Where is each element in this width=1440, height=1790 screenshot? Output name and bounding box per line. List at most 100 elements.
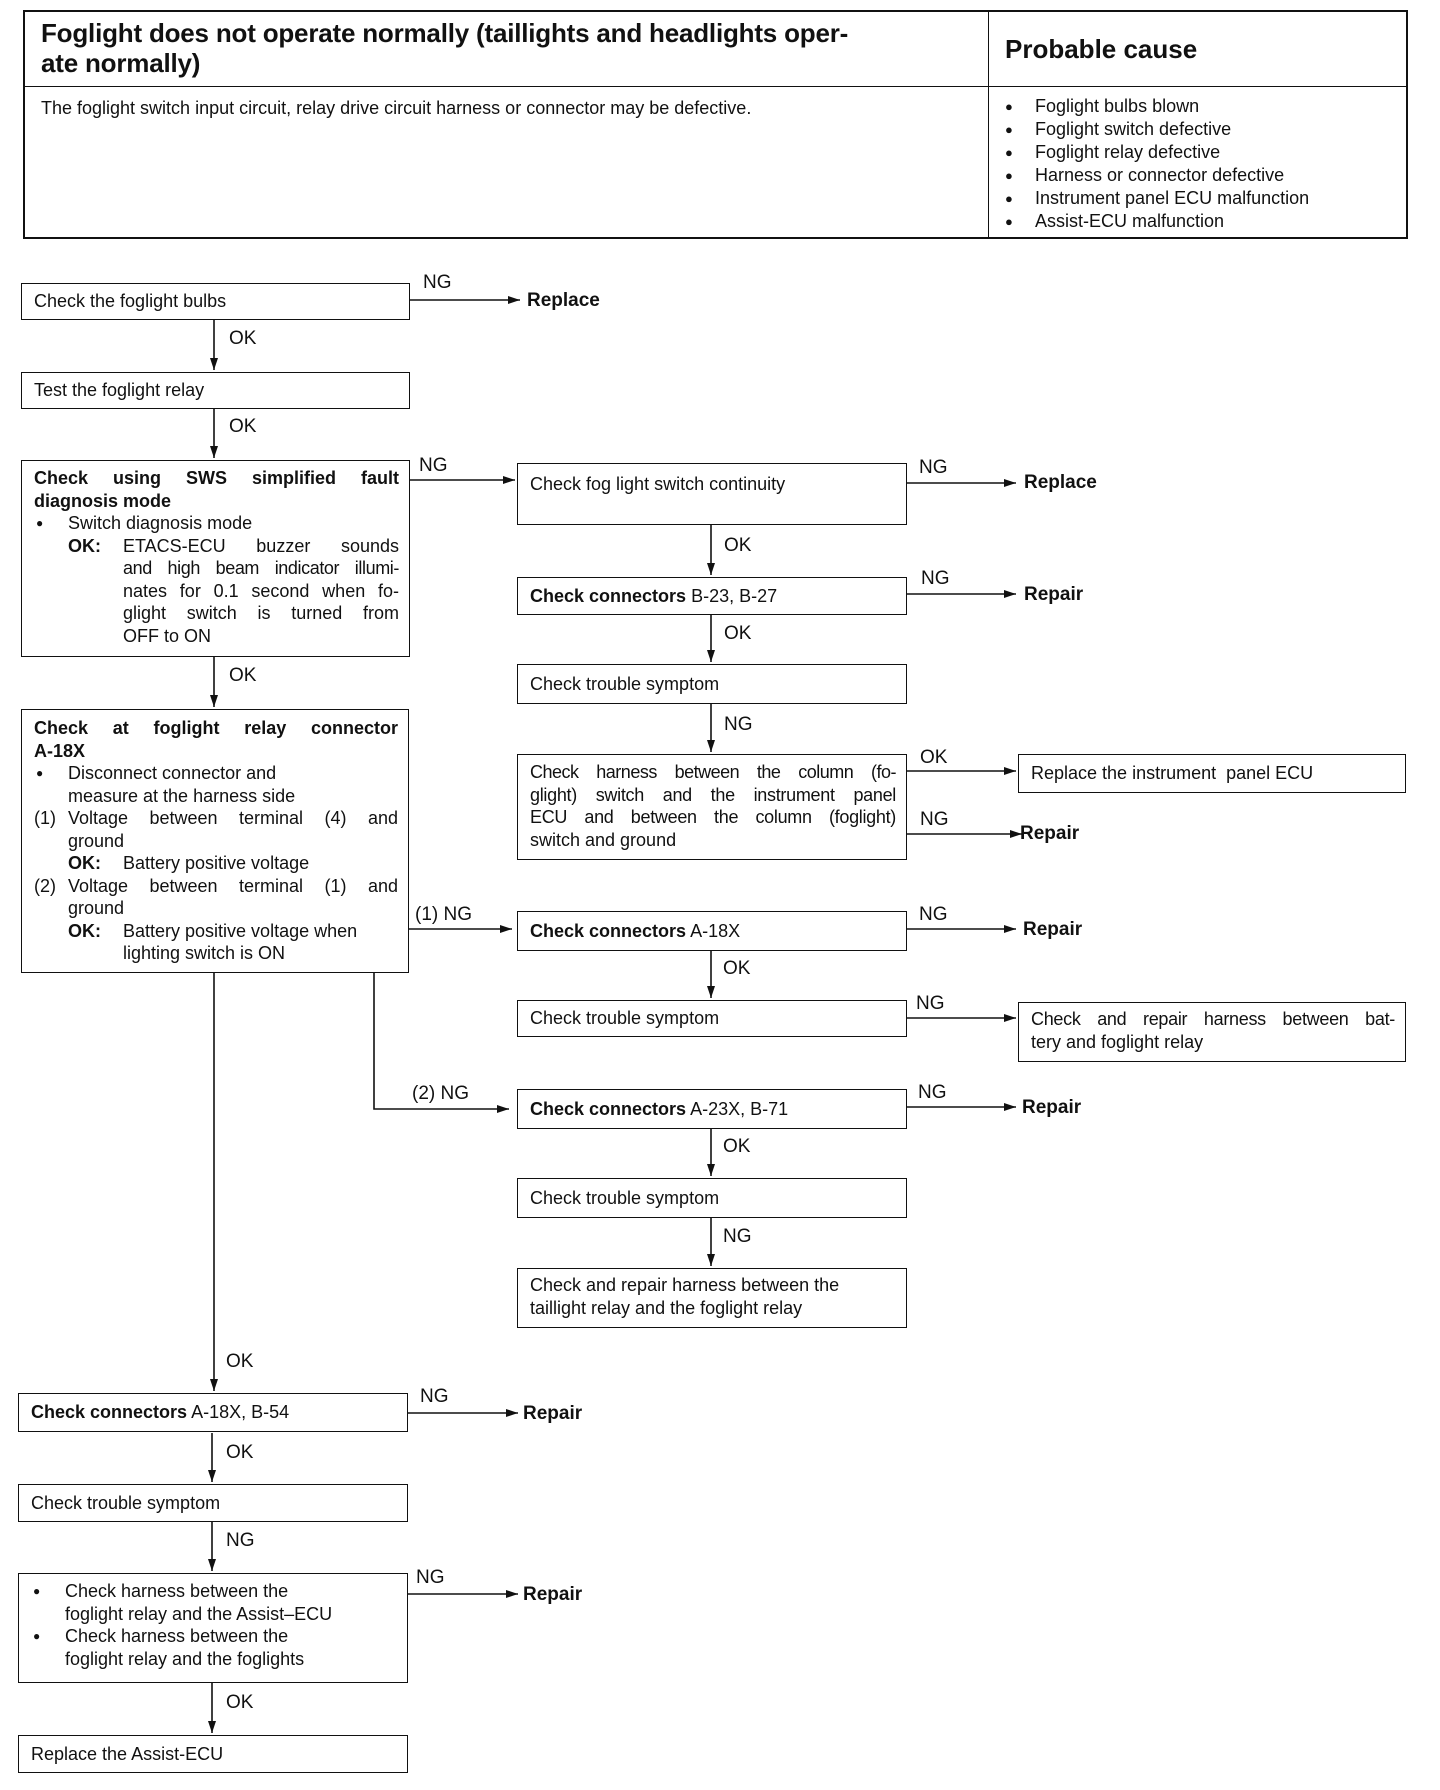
connector-ids: A-23X, B-71 xyxy=(690,1098,789,1119)
harness-col-line: switch and ground xyxy=(530,829,677,850)
check-connectors-a18x-b54-text: Check connectors A-18X, B-54 xyxy=(31,1401,289,1424)
replace-assist-ecu-box: Replace the Assist-ECU xyxy=(18,1735,408,1773)
title-line-1: Foglight does not operate normally (tail… xyxy=(41,18,849,48)
harness-assist-bullet-2: Check harness between the foglight relay… xyxy=(31,1625,397,1670)
harness-assist-line: Check harness between the xyxy=(65,1626,289,1646)
harness-assist-line: foglight relay and the Assist–ECU xyxy=(65,1603,333,1624)
trouble-symptom-2-box: Check trouble symptom xyxy=(517,1000,907,1037)
relay-conn-bullet: Disconnect connector and measure at the … xyxy=(34,762,398,807)
label-ng: NG xyxy=(423,272,452,293)
sws-bullet: Switch diagnosis mode xyxy=(34,512,399,535)
harness-bat-line: Check and repair harness between bat- xyxy=(1031,1009,1395,1029)
cause-item: Foglight switch defective xyxy=(1003,118,1406,141)
test-foglight-relay-box: Test the foglight relay xyxy=(21,372,410,409)
trouble-symptom-text: Check trouble symptom xyxy=(530,673,720,694)
connector-check-label: Check connectors xyxy=(530,920,687,941)
relay-conn-item-2: (2) Voltage between terminal (1) and gro… xyxy=(34,875,398,920)
label-ng: NG xyxy=(919,457,948,478)
label-ok: OK xyxy=(226,1351,254,1372)
check-connectors-a18x-text: Check connectors A-18X xyxy=(530,920,740,943)
test-foglight-relay-text: Test the foglight relay xyxy=(34,380,205,401)
sws-title-line: diagnosis mode xyxy=(34,490,172,511)
label-ng: NG xyxy=(419,455,448,476)
replace-instrument-panel-ecu-box: Replace the instrument panel ECU xyxy=(1018,754,1406,793)
trouble-symptom-1-box: Check trouble symptom xyxy=(517,664,907,704)
check-foglight-bulbs-text: Check the foglight bulbs xyxy=(34,291,227,312)
harness-bat-line: tery and foglight relay xyxy=(1031,1031,1204,1052)
item-line: ground xyxy=(68,898,125,918)
harness-tail-line: taillight relay and the foglight relay xyxy=(530,1297,803,1318)
sws-title-line: Check using SWS simplified fault xyxy=(34,468,399,488)
check-connectors-a18x-box: Check connectors A-18X xyxy=(517,911,907,951)
replace-assist-ecu-text: Replace the Assist-ECU xyxy=(31,1743,224,1764)
label-ok: OK xyxy=(229,665,257,686)
label-ng: NG xyxy=(920,809,949,830)
header-table: Foglight does not operate normally (tail… xyxy=(23,10,1408,239)
title-cell: Foglight does not operate normally (tail… xyxy=(25,12,989,87)
relay-conn-bullet-line: measure at the harness side xyxy=(68,785,296,806)
trouble-symptom-text: Check trouble symptom xyxy=(530,1008,720,1029)
label-ok: OK xyxy=(723,958,751,979)
connector-ids: A-18X, B-54 xyxy=(191,1402,290,1423)
label-ng: NG xyxy=(918,1082,947,1103)
connector-ids: A-18X xyxy=(690,920,741,941)
label-ng: NG xyxy=(724,714,753,735)
check-connectors-b23-b27-text: Check connectors B-23, B-27 xyxy=(530,585,777,608)
relay-conn-item-1: (1) Voltage between terminal (4) and gro… xyxy=(34,807,398,852)
ok-key: OK: xyxy=(68,920,101,941)
item-number: (1) xyxy=(34,808,56,828)
check-connectors-a23x-b71-box: Check connectors A-23X, B-71 xyxy=(517,1089,907,1129)
harness-col-line: glight) switch and the instrument panel xyxy=(530,784,896,805)
probable-cause-heading: Probable cause xyxy=(1005,34,1198,64)
sws-ok-line: and high beam indicator illumi- xyxy=(123,558,399,578)
action-replace: Replace xyxy=(1024,472,1097,493)
sws-ok-line: ETACS-ECU buzzer sounds xyxy=(123,535,399,556)
page-title: Foglight does not operate normally (tail… xyxy=(41,18,974,78)
trouble-symptom-text: Check trouble symptom xyxy=(31,1492,221,1513)
harness-col-line: ECU and between the column (foglight) xyxy=(530,807,896,827)
harness-column-switch-box: Check harness between the column (fo- gl… xyxy=(517,754,907,860)
probable-cause-heading-cell: Probable cause xyxy=(989,12,1406,87)
label-ok: OK xyxy=(229,328,257,349)
cause-item: Instrument panel ECU malfunction xyxy=(1003,187,1406,210)
cause-item: Assist-ECU malfunction xyxy=(1003,210,1406,233)
action-repair: Repair xyxy=(1023,919,1083,940)
relay-connector-check-box: Check at foglight relay connector A-18X … xyxy=(21,709,409,973)
label-ng: NG xyxy=(919,904,948,925)
relay-conn-title-line: A-18X xyxy=(34,740,86,761)
relay-conn-bullet-line: Disconnect connector and xyxy=(68,763,277,783)
replace-instrument-panel-ecu-text: Replace the instrument panel ECU xyxy=(1031,763,1314,784)
label-ng: NG xyxy=(723,1226,752,1247)
title-line-2: ate normally) xyxy=(41,48,201,78)
harness-battery-relay-box: Check and repair harness between bat- te… xyxy=(1018,1002,1406,1062)
check-connectors-a23x-b71-text: Check connectors A-23X, B-71 xyxy=(530,1098,788,1121)
connector-check-label: Check connectors xyxy=(530,1098,687,1119)
relay-conn-item-2-ok: OK: Battery positive voltage when lighti… xyxy=(34,920,398,965)
action-repair: Repair xyxy=(1024,584,1084,605)
description-cell: The foglight switch input circuit, relay… xyxy=(25,87,989,237)
sws-ok-line: glight switch is turned from xyxy=(123,603,399,623)
description-text: The foglight switch input circuit, relay… xyxy=(41,98,752,118)
relay-conn-title-line: Check at foglight relay connector xyxy=(34,718,398,738)
fog-switch-continuity-box: Check fog light switch continuity xyxy=(517,463,907,525)
harness-assist-line: foglight relay and the foglights xyxy=(65,1648,305,1669)
action-repair: Repair xyxy=(523,1403,583,1424)
item-line: Voltage between terminal (4) and xyxy=(68,808,398,828)
harness-assist-bullet-1: Check harness between the foglight relay… xyxy=(31,1580,397,1625)
trouble-symptom-4-box: Check trouble symptom xyxy=(18,1484,408,1522)
connector-check-label: Check connectors xyxy=(31,1402,188,1423)
probable-cause-list-cell: Foglight bulbs blown Foglight switch def… xyxy=(989,87,1406,237)
probable-cause-list: Foglight bulbs blown Foglight switch def… xyxy=(1003,95,1406,233)
label-ok: OK xyxy=(226,1692,254,1713)
action-replace: Replace xyxy=(527,290,600,311)
label-ng-2: (2) NG xyxy=(412,1083,469,1104)
label-ok: OK xyxy=(226,1442,254,1463)
cause-item: Foglight bulbs blown xyxy=(1003,95,1406,118)
fog-switch-continuity-text: Check fog light switch continuity xyxy=(530,474,786,494)
label-ng: NG xyxy=(420,1386,449,1407)
harness-col-line: Check harness between the column (fo- xyxy=(530,762,897,782)
label-ng: NG xyxy=(916,993,945,1014)
check-connectors-b23-b27-box: Check connectors B-23, B-27 xyxy=(517,577,907,615)
cause-item: Harness or connector defective xyxy=(1003,164,1406,187)
action-repair: Repair xyxy=(523,1584,583,1605)
